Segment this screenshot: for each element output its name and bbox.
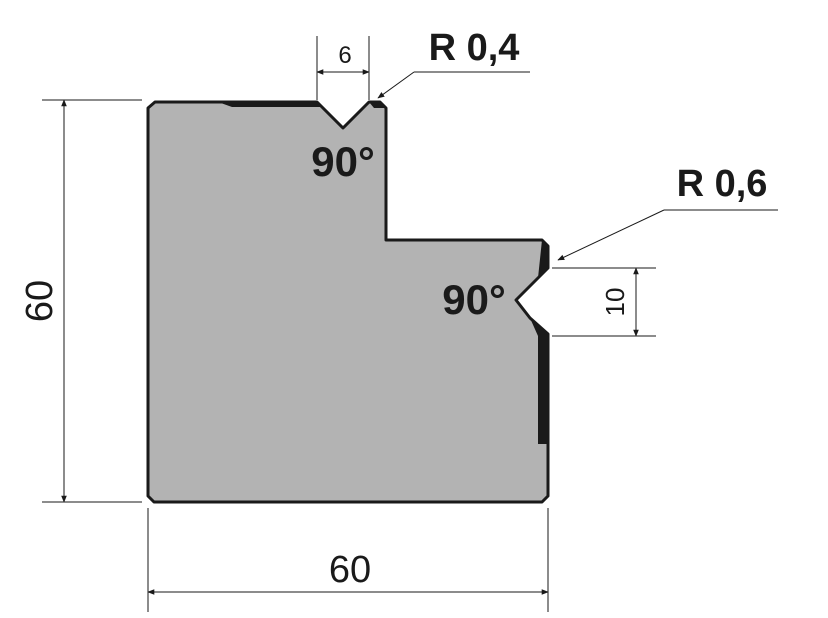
side-upper-edge-band — [538, 240, 548, 278]
top-radius-label: R 0,4 — [429, 27, 520, 69]
height-label: 60 — [19, 280, 61, 322]
top-right-edge-band — [369, 102, 386, 108]
side-notch-width-label: 10 — [600, 288, 630, 317]
side-radius-label: R 0,6 — [677, 163, 768, 205]
side-radius-leader — [557, 209, 665, 261]
top-notch-width-label: 6 — [338, 42, 351, 69]
side-angle-label: 90° — [442, 276, 506, 323]
top-edge-band — [218, 102, 322, 107]
top-radius-leader — [377, 71, 415, 99]
side-lower-edge-band — [530, 318, 548, 444]
top-angle-label: 90° — [311, 138, 375, 185]
width-label: 60 — [329, 549, 371, 591]
